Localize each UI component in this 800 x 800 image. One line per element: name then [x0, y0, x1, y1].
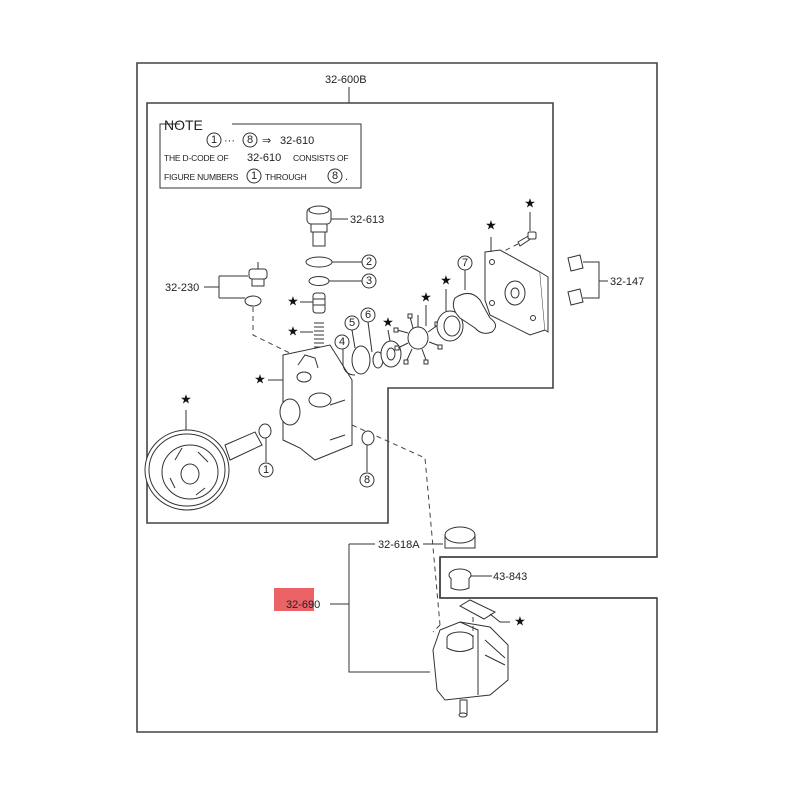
star-valve: ★ — [287, 295, 299, 310]
bracket-32-690 — [330, 543, 430, 673]
part-32-618A[interactable] — [423, 526, 476, 549]
label-43-843[interactable]: 43-843 — [493, 571, 527, 583]
fig-num-2: 2 — [366, 256, 372, 268]
bolt[interactable] — [501, 212, 537, 253]
dash-reservoir-top — [432, 624, 441, 633]
snap-ring-4[interactable] — [342, 348, 356, 376]
part-32-147[interactable] — [567, 254, 608, 306]
fig-num-8: 8 — [364, 474, 370, 486]
fig-num-3: 3 — [366, 275, 372, 287]
fig-num-8-circle — [359, 472, 375, 488]
label-32-618A[interactable]: 32-618A — [378, 539, 420, 551]
note-num-to-2: 8 — [332, 170, 338, 182]
fig-num-4-circle — [334, 334, 350, 350]
note-circle-1b — [246, 168, 262, 184]
label-32-230[interactable]: 32-230 — [165, 282, 199, 294]
note-ellipsis: ··· — [224, 135, 235, 147]
part-43-843[interactable] — [448, 568, 492, 591]
note-num-to: 8 — [247, 134, 253, 146]
leader-5 — [351, 329, 356, 349]
note-through: THROUGH — [265, 172, 307, 182]
fig-num-6: 6 — [365, 309, 371, 321]
note-box: NOTE 1 ··· 8 ⇒ 32-610 THE D-CODE OF 32-6… — [159, 117, 362, 189]
cam-ring[interactable] — [436, 289, 464, 342]
note-circle-1 — [206, 132, 222, 148]
star-pump-body: ★ — [254, 373, 266, 388]
fig-num-3-circle — [361, 273, 377, 289]
fig-num-7: 7 — [462, 257, 468, 269]
note-code-2[interactable]: 32-610 — [247, 152, 281, 164]
pulley[interactable] — [144, 410, 263, 511]
fig-num-5: 5 — [349, 317, 355, 329]
note-line2-prefix: THE D-CODE OF — [164, 153, 228, 163]
note-code-1[interactable]: 32-610 — [280, 135, 314, 147]
label-32-690[interactable]: 32-690 — [286, 599, 320, 611]
dash-32-230 — [252, 307, 301, 359]
caution-label[interactable] — [458, 599, 510, 645]
note-circle-8 — [242, 132, 258, 148]
pump-body[interactable] — [268, 344, 353, 461]
star-spring: ★ — [287, 325, 299, 340]
highlight-32-690 — [274, 588, 314, 611]
box-43-843 — [439, 556, 657, 599]
spring[interactable] — [300, 322, 324, 348]
o-ring-2[interactable] — [305, 256, 333, 268]
part-32-613[interactable] — [306, 205, 348, 247]
note-line3-prefix: FIGURE NUMBERS — [164, 172, 239, 182]
leader-side-plate — [387, 329, 391, 342]
star-bolt: ★ — [524, 197, 536, 212]
star-cam-ring: ★ — [440, 274, 452, 289]
fig-num-1: 1 — [263, 464, 269, 476]
star-rotor: ★ — [420, 291, 432, 306]
part-32-230[interactable] — [204, 262, 268, 307]
star-rear-housing: ★ — [485, 219, 497, 234]
label-32-147[interactable]: 32-147 — [610, 276, 644, 288]
side-plate-hub — [386, 347, 396, 361]
note-num-from-2: 1 — [251, 170, 257, 182]
oil-seal-1[interactable] — [258, 423, 272, 439]
gasket-7[interactable] — [452, 293, 496, 334]
outer-frame — [136, 62, 658, 733]
note-title: NOTE — [164, 117, 203, 133]
o-ring-8[interactable] — [361, 430, 375, 446]
flow-control-valve[interactable] — [300, 292, 326, 314]
note-period: . — [345, 171, 348, 183]
rear-housing[interactable] — [484, 237, 549, 336]
star-side-plate: ★ — [382, 316, 394, 331]
star-label: ★ — [514, 615, 526, 630]
reservoir-tank[interactable] — [432, 621, 509, 718]
dash-pump-to-reservoir — [351, 424, 441, 626]
pump-group-frame — [146, 102, 554, 524]
group-label[interactable]: 32-600B — [325, 74, 367, 86]
note-line2-suffix: CONSISTS OF — [293, 153, 348, 163]
note-arrow: ⇒ — [262, 135, 271, 147]
fig-num-5-circle — [344, 315, 360, 331]
leader-6 — [367, 321, 373, 353]
label-32-613[interactable]: 32-613 — [350, 214, 384, 226]
note-circle-8b — [327, 168, 343, 184]
o-ring-3[interactable] — [308, 276, 330, 286]
fig-num-6-circle — [360, 307, 376, 323]
fig-num-7-circle — [457, 255, 473, 271]
o-ring-5[interactable] — [351, 345, 371, 375]
fig-num-2-circle — [361, 254, 377, 270]
fig-num-4: 4 — [339, 336, 345, 348]
fig-num-1-circle — [258, 462, 274, 478]
note-num-from: 1 — [211, 134, 217, 146]
star-pulley: ★ — [180, 393, 192, 408]
